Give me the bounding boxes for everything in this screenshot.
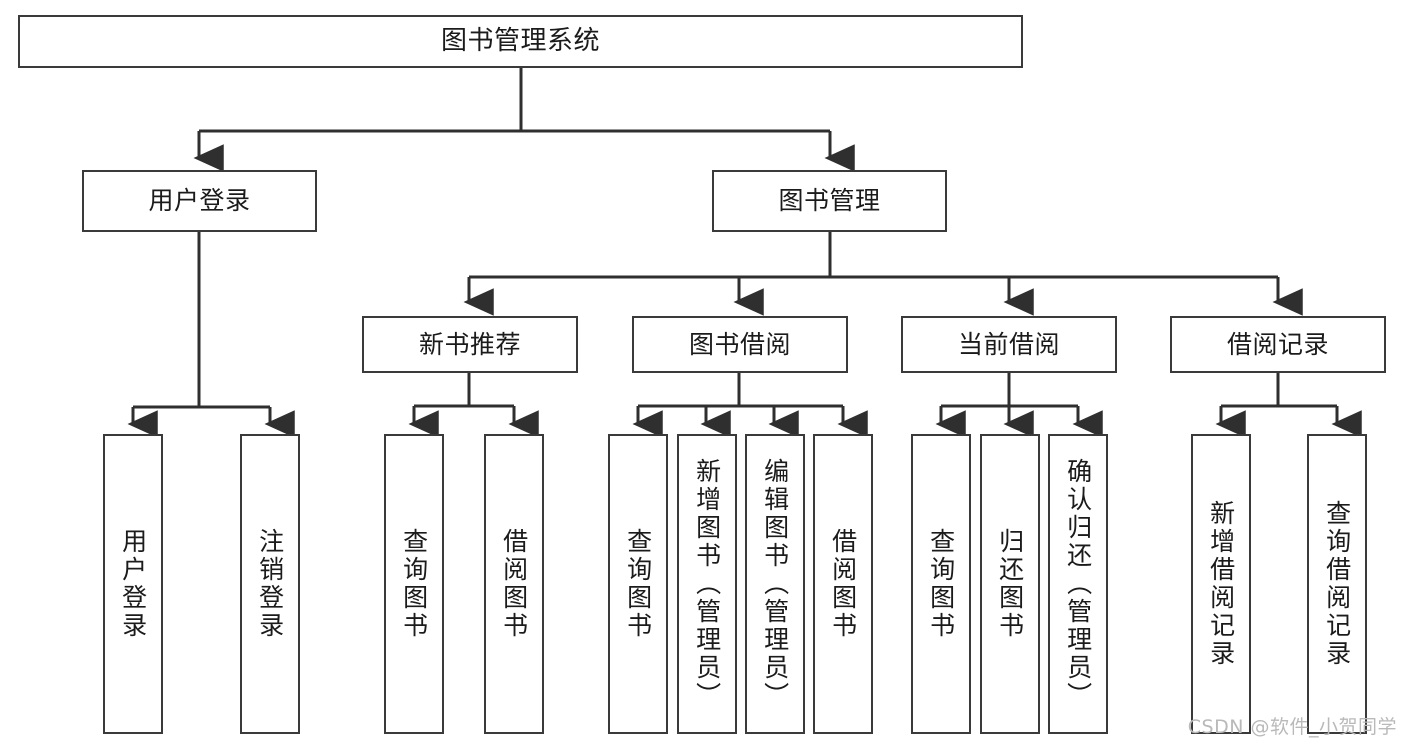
leaf-add-borrow-record[interactable]: 新增借阅记录 (1191, 434, 1251, 734)
node-label: 用户登录 (118, 528, 148, 640)
leaf-return-book[interactable]: 归还图书 (980, 434, 1040, 734)
leaf-user-login[interactable]: 用户登录 (103, 434, 163, 734)
node-label: 新增图书（管理员） (692, 458, 722, 710)
node-label: 查询借阅记录 (1322, 500, 1352, 668)
node-label: 归还图书 (995, 528, 1025, 640)
leaf-edit-book-admin[interactable]: 编辑图书（管理员） (745, 434, 805, 734)
node-label: 新增借阅记录 (1206, 500, 1236, 668)
node-new-book-recommend[interactable]: 新书推荐 (362, 316, 578, 373)
node-label: 查询图书 (623, 528, 653, 640)
leaf-query-book-borrow[interactable]: 查询图书 (608, 434, 668, 734)
node-book-management-system[interactable]: 图书管理系统 (18, 15, 1023, 68)
node-label: 当前借阅 (957, 329, 1060, 359)
node-borrow-record[interactable]: 借阅记录 (1170, 316, 1386, 373)
node-current-borrow[interactable]: 当前借阅 (901, 316, 1117, 373)
node-label: 借阅记录 (1226, 329, 1329, 359)
node-label: 图书借阅 (688, 329, 791, 359)
leaf-borrow-book-new-recommend[interactable]: 借阅图书 (484, 434, 544, 734)
node-label: 用户登录 (148, 186, 251, 216)
node-label: 确认归还（管理员） (1063, 458, 1093, 710)
leaf-query-borrow-record[interactable]: 查询借阅记录 (1307, 434, 1367, 734)
node-label: 查询图书 (926, 528, 956, 640)
node-label: 借阅图书 (828, 528, 858, 640)
leaf-add-book-admin[interactable]: 新增图书（管理员） (677, 434, 737, 734)
node-label: 编辑图书（管理员） (760, 458, 790, 710)
leaf-borrow-book[interactable]: 借阅图书 (813, 434, 873, 734)
node-user-login[interactable]: 用户登录 (82, 170, 317, 232)
leaf-query-book-current[interactable]: 查询图书 (911, 434, 971, 734)
node-label: 新书推荐 (418, 329, 521, 359)
node-label: 借阅图书 (499, 528, 529, 640)
leaf-logout[interactable]: 注销登录 (240, 434, 300, 734)
node-label: 图书管理 (778, 186, 881, 216)
leaf-confirm-return-admin[interactable]: 确认归还（管理员） (1048, 434, 1108, 734)
leaf-query-book-new-recommend[interactable]: 查询图书 (384, 434, 444, 734)
node-label: 图书管理系统 (440, 26, 600, 57)
node-label: 查询图书 (399, 528, 429, 640)
node-book-management[interactable]: 图书管理 (712, 170, 947, 232)
node-book-borrow[interactable]: 图书借阅 (632, 316, 848, 373)
node-label: 注销登录 (255, 528, 285, 640)
